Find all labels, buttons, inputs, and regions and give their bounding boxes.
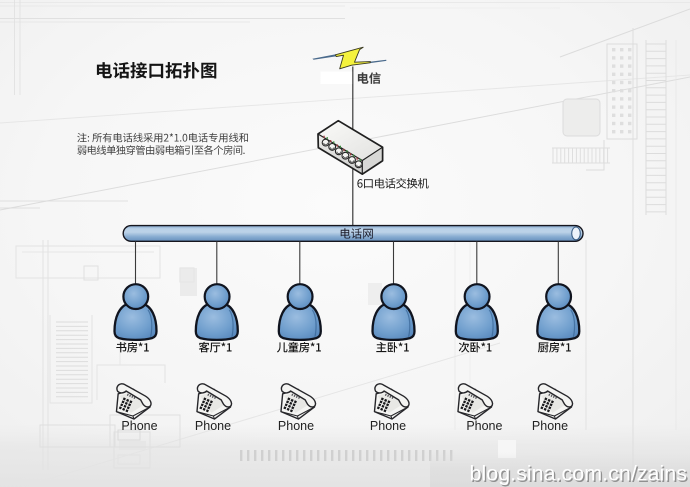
svg-text:Phone: Phone (278, 419, 314, 433)
svg-text:Phone: Phone (370, 419, 406, 433)
svg-text:Phone: Phone (121, 419, 157, 433)
svg-text:blog.sina.com.cn/zains: blog.sina.com.cn/zains (471, 463, 689, 487)
svg-text:Phone: Phone (195, 419, 231, 433)
svg-text:Phone: Phone (532, 419, 568, 433)
svg-text:Phone: Phone (466, 419, 502, 433)
svg-text:blog.sina.com.cn/zains: blog.sina.com.cn/zains (470, 462, 688, 486)
